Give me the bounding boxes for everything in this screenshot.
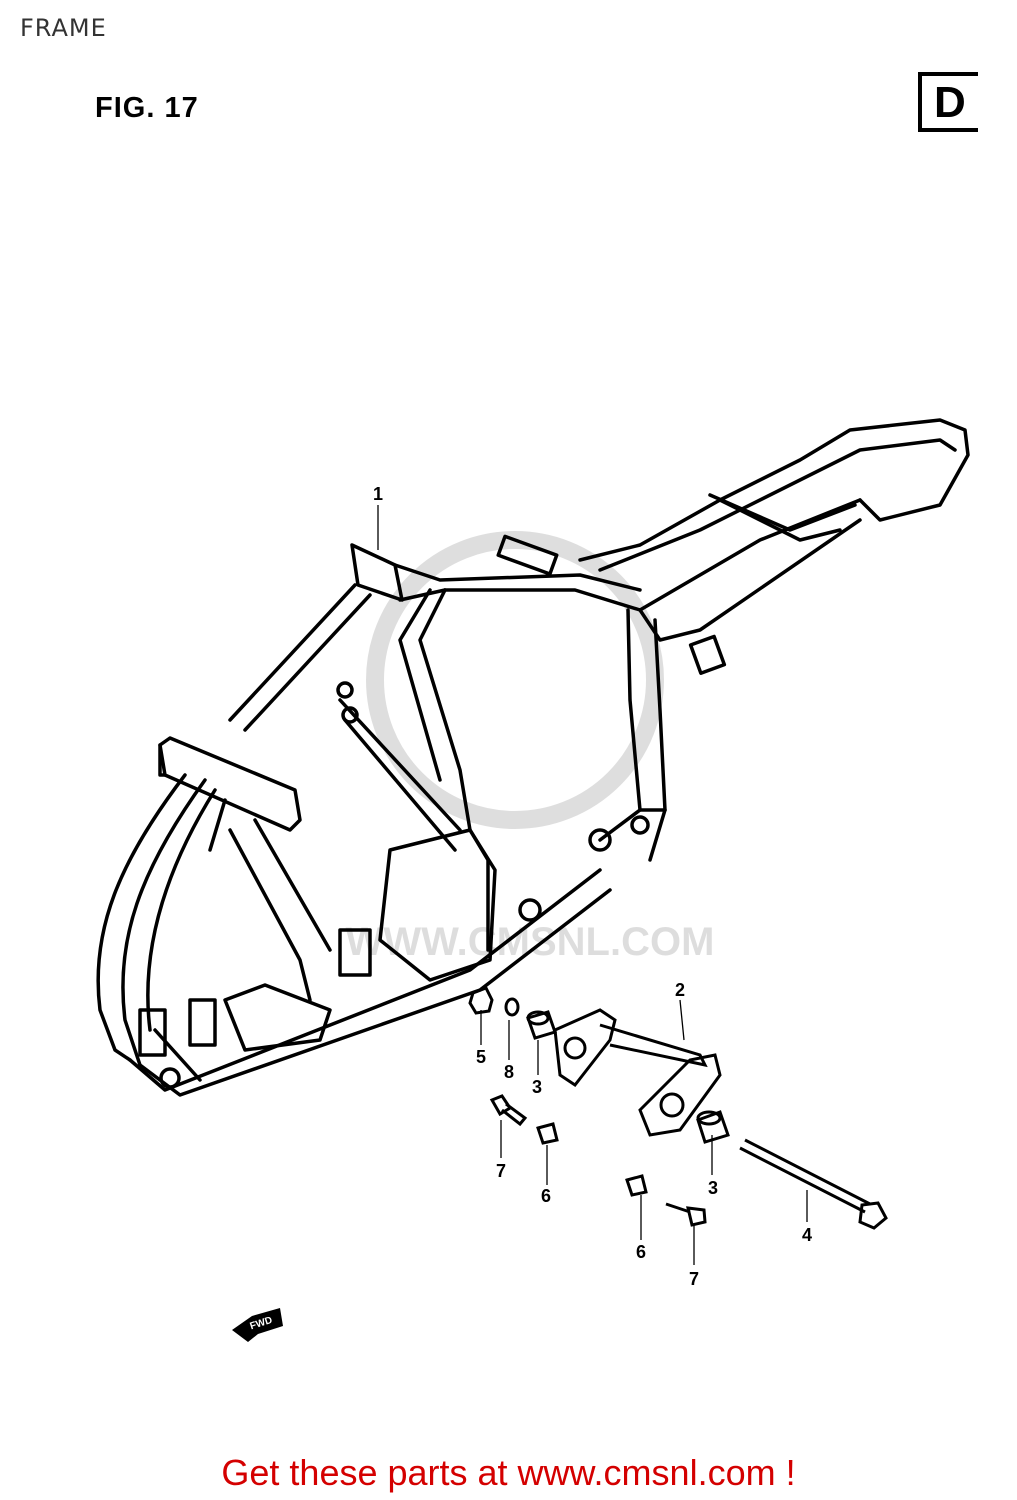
part-8-washer[interactable]	[504, 997, 520, 1017]
watermark-text: WWW.CMSNL.COM	[346, 920, 715, 964]
part-4-bolt-long[interactable]	[739, 1138, 888, 1230]
callout-7-right: 7	[689, 1269, 699, 1289]
region-code: D	[934, 78, 966, 127]
callout-7-left: 7	[496, 1161, 506, 1181]
callout-8: 8	[504, 1062, 514, 1082]
part-6-nut-right[interactable]	[625, 1174, 648, 1197]
footer-link[interactable]: Get these parts at www.cmsnl.com !	[221, 1452, 796, 1493]
frame-part-1[interactable]	[96, 418, 970, 1097]
callout-5: 5	[476, 1047, 486, 1067]
callout-6-right: 6	[636, 1242, 646, 1262]
callout-3-lower: 3	[708, 1178, 718, 1198]
callout-2: 2	[675, 980, 685, 1000]
region-badge: D	[918, 72, 978, 132]
part-7-bolt-left[interactable]	[489, 1094, 528, 1127]
part-3-bush-lower[interactable]	[696, 1110, 730, 1144]
part-5-nut[interactable]	[468, 986, 494, 1015]
part-2-bracket[interactable]	[553, 1008, 722, 1137]
callout-3-upper: 3	[532, 1077, 542, 1097]
callout-1: 1	[373, 484, 383, 504]
part-3-bush-upper[interactable]	[526, 1010, 557, 1040]
page-title: FRAME	[20, 14, 107, 42]
part-7-bolt-right[interactable]	[665, 1202, 707, 1227]
callout-leaders	[377, 505, 808, 1265]
callout-4: 4	[802, 1225, 812, 1245]
direction-arrow: FWD	[232, 1308, 283, 1342]
figure-label: FIG. 17	[95, 92, 199, 124]
callout-numbers: 1 2 5 8 3 3 4 7 6 6 7	[373, 484, 812, 1289]
part-6-nut-left[interactable]	[536, 1122, 559, 1145]
callout-6-left: 6	[541, 1186, 551, 1206]
